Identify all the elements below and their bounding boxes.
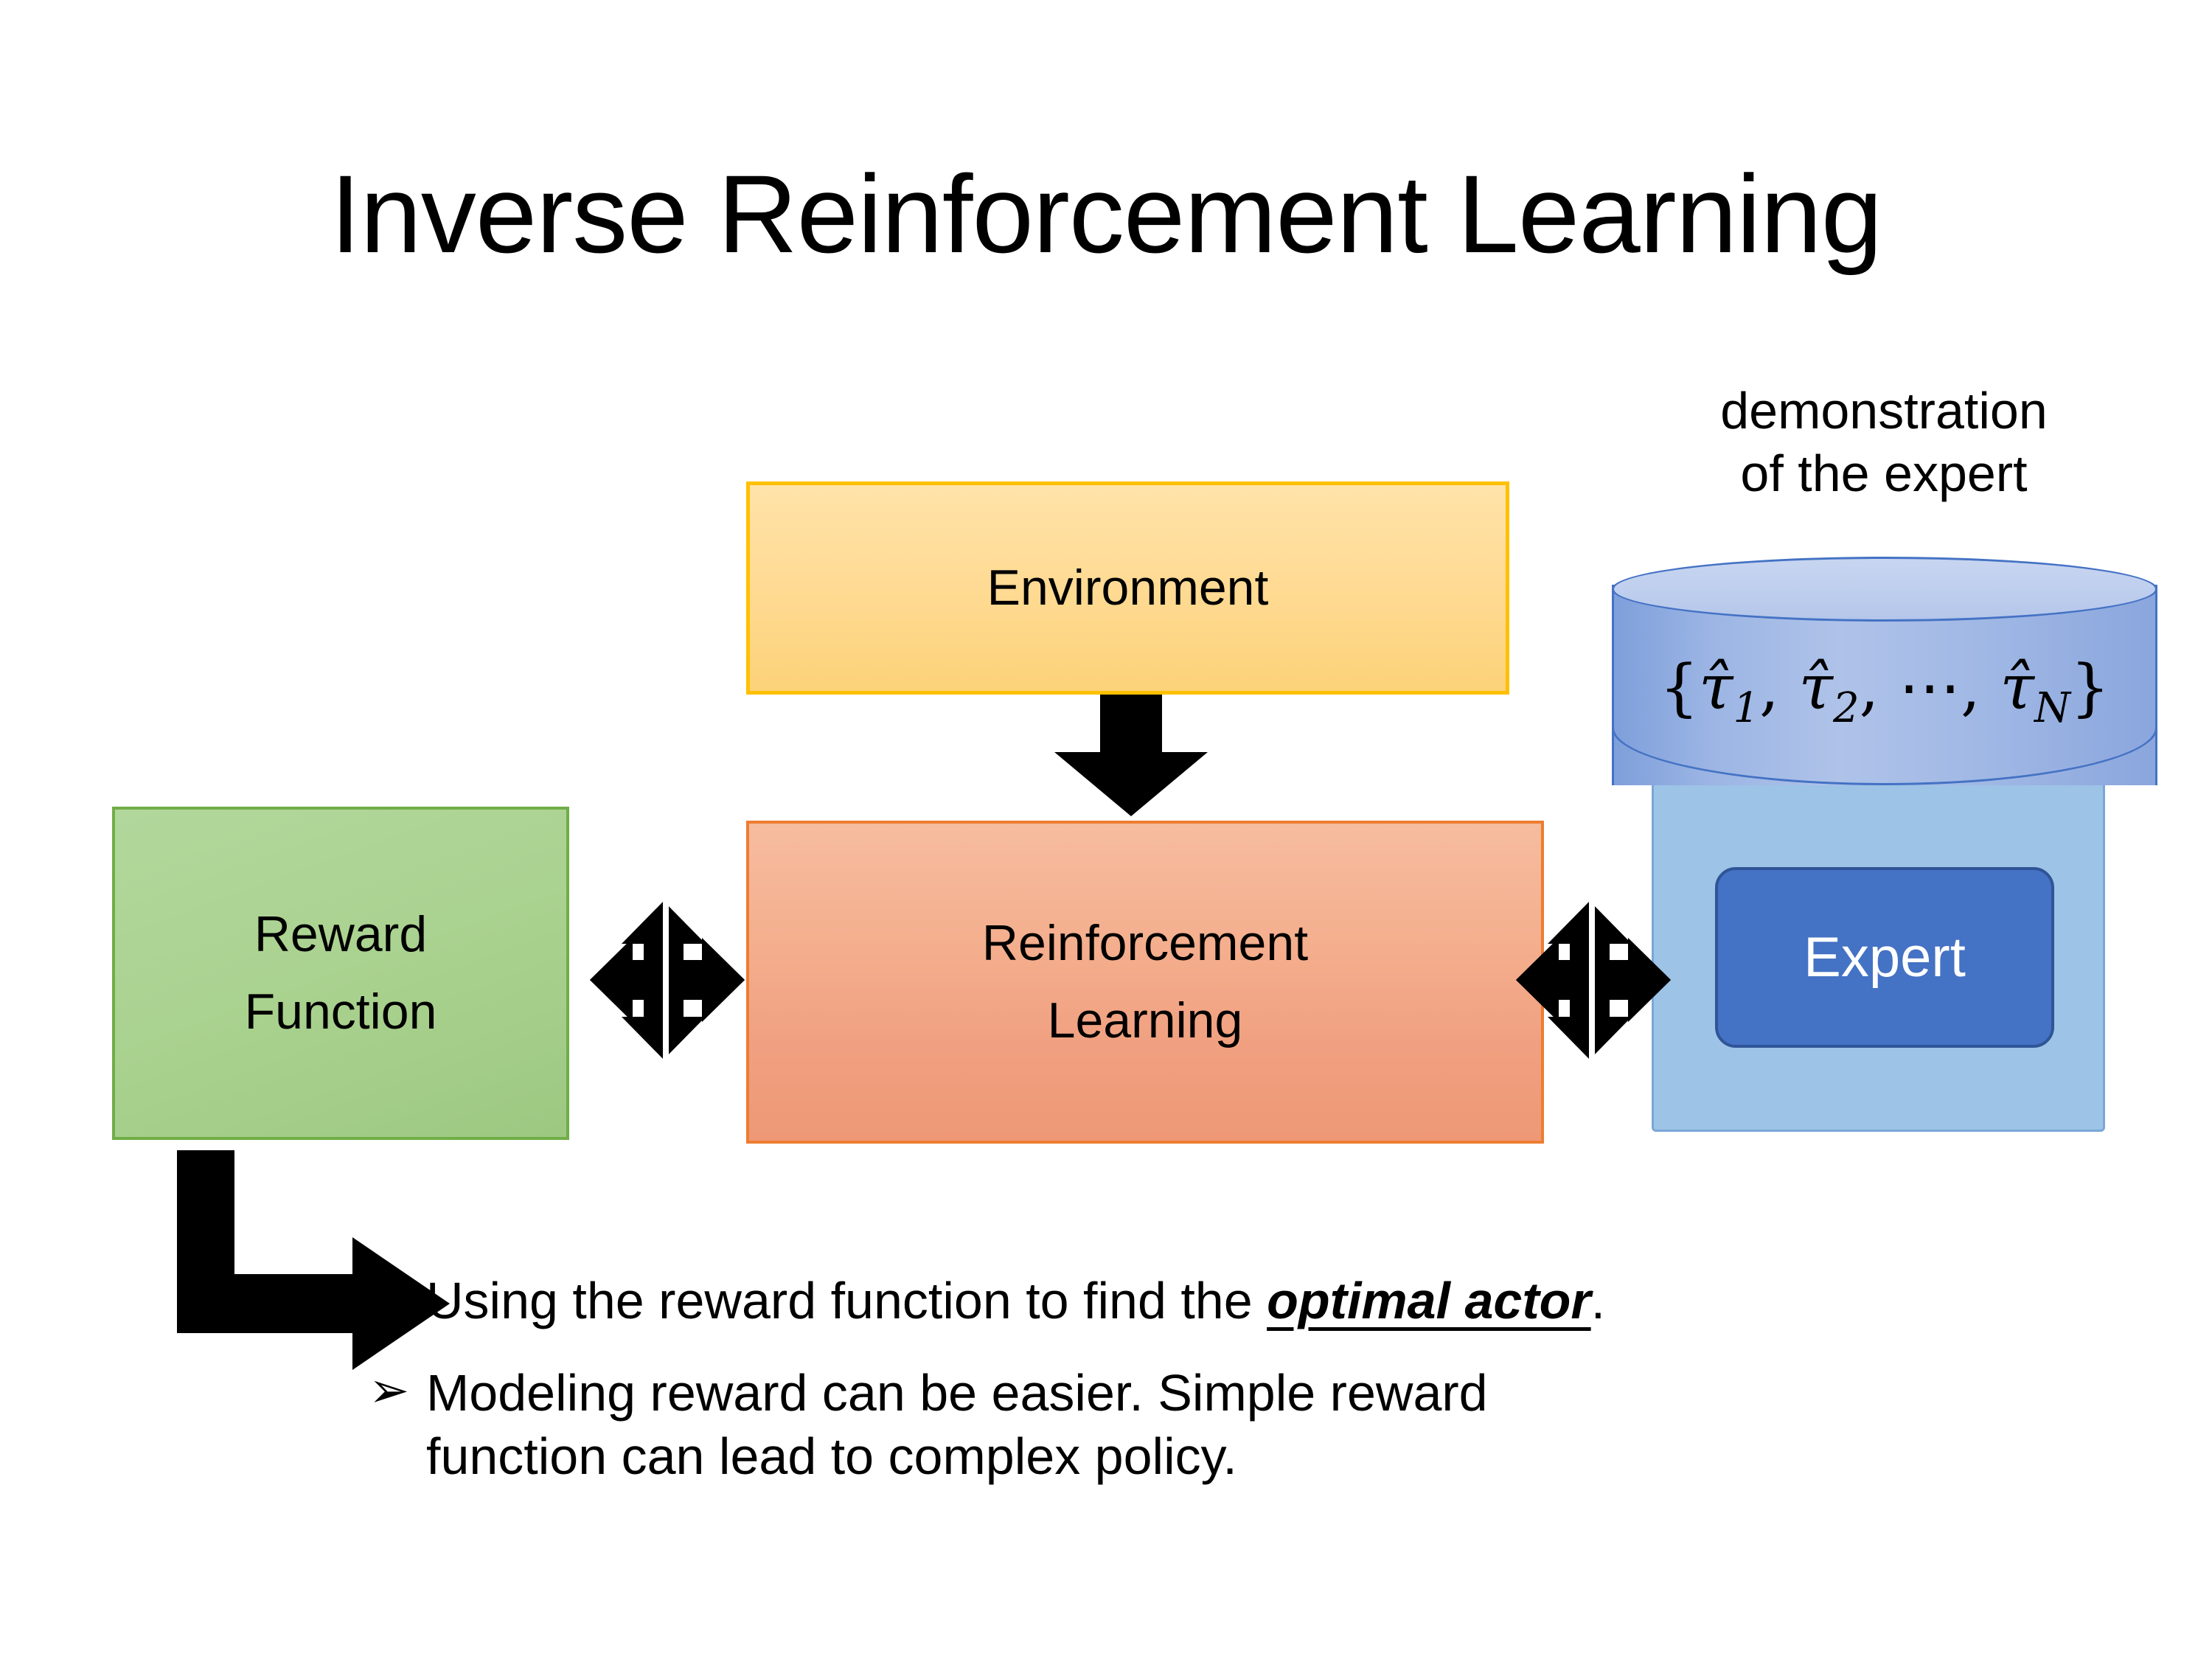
formula-separator-1: , bbox=[1759, 651, 1799, 723]
expert-box[interactable]: Expert bbox=[1715, 867, 2054, 1048]
formula-tau-1: τ̂ bbox=[1699, 651, 1733, 723]
trajectory-cylinder: {τ̂1, τ̂2, ⋯, τ̂N} bbox=[1612, 557, 2157, 807]
bullet-1-emphasis: optimal actor bbox=[1267, 1272, 1591, 1329]
list-item: ➢ Modeling reward can be easier. Simple … bbox=[369, 1362, 2065, 1488]
formula-separator-2: , ⋯, bbox=[1859, 651, 2000, 723]
rl-label-line1: Reinforcement bbox=[981, 914, 1309, 971]
formula-tau-1-subscript: 1 bbox=[1733, 684, 1760, 732]
bullet-marker-icon: ➢ bbox=[369, 1270, 410, 1325]
expert-box-label: Expert bbox=[1804, 925, 1966, 989]
rl-expert-link-arrow-icon bbox=[1516, 901, 1671, 1060]
bullet-marker-icon: ➢ bbox=[369, 1363, 410, 1418]
bullet-text-2: Modeling reward can be easier. Simple re… bbox=[426, 1362, 2065, 1488]
bullet-2-line1: Modeling reward can be easier. Simple re… bbox=[426, 1364, 1488, 1422]
cylinder-top-ellipse bbox=[1612, 557, 2157, 622]
demonstration-caption-line2: of the expert bbox=[1740, 445, 2028, 503]
trajectory-set-formula: {τ̂1, τ̂2, ⋯, τ̂N} bbox=[1612, 651, 2157, 732]
environment-box-label: Environment bbox=[987, 560, 1269, 616]
rl-label-line2: Learning bbox=[1047, 992, 1243, 1048]
reward-label-line1: Reward bbox=[254, 905, 428, 962]
list-item: ➢ Using the reward function to find the … bbox=[369, 1270, 2065, 1332]
formula-close-brace: } bbox=[2070, 651, 2110, 723]
elbow-arrow-icon bbox=[177, 1150, 450, 1370]
reinforcement-learning-box[interactable]: Reinforcement Learning bbox=[746, 821, 1544, 1144]
formula-tau-2: τ̂ bbox=[1798, 651, 1834, 723]
formula-tau-n-subscript: N bbox=[2034, 684, 2070, 732]
reinforcement-learning-box-label: Reinforcement Learning bbox=[982, 905, 1308, 1060]
environment-box[interactable]: Environment bbox=[746, 481, 1509, 695]
bullet-2-line2: function can lead to complex policy. bbox=[426, 1427, 1237, 1485]
demonstration-caption: demonstration of the expert bbox=[1615, 380, 2153, 506]
down-arrow-icon bbox=[1054, 695, 1208, 816]
demonstration-caption-line1: demonstration bbox=[1720, 382, 2048, 439]
bullet-list: ➢ Using the reward function to find the … bbox=[369, 1270, 2065, 1501]
bullet-1-text-before: Using the reward function to find the bbox=[426, 1272, 1267, 1329]
bullet-1-text-after: . bbox=[1590, 1272, 1606, 1329]
reward-function-box[interactable]: Reward Function bbox=[112, 807, 569, 1140]
reward-function-box-label: Reward Function bbox=[245, 896, 437, 1051]
formula-open-brace: { bbox=[1659, 651, 1700, 723]
formula-tau-2-subscript: 2 bbox=[1833, 684, 1860, 732]
formula-tau-n: τ̂ bbox=[2000, 651, 2034, 723]
reward-rl-link-arrow-icon bbox=[590, 901, 745, 1060]
reward-label-line2: Function bbox=[244, 984, 437, 1040]
page-title: Inverse Reinforcement Learning bbox=[330, 152, 1883, 276]
bullet-text-1: Using the reward function to find the op… bbox=[426, 1270, 2065, 1332]
